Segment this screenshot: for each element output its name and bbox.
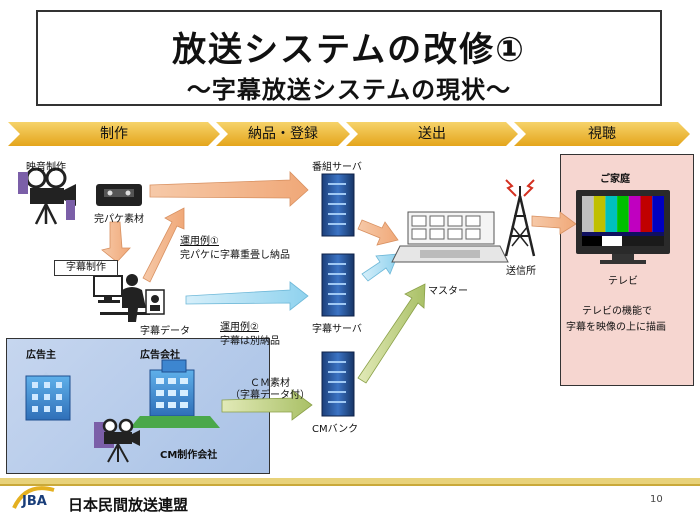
label-advertiser: 広告主 <box>26 350 56 361</box>
color-bars <box>582 196 664 246</box>
label-transmitter: 送信所 <box>506 266 536 277</box>
label-ad-agency: 広告会社 <box>140 350 180 361</box>
label-cm-material-note: （字幕データ付） <box>230 390 310 401</box>
phase-delivery: 納品・登録 <box>216 122 350 146</box>
arrow-caption-to-master <box>361 253 399 282</box>
program-server-icon <box>321 173 355 237</box>
label-caption-server: 字幕サーバ <box>312 324 362 335</box>
label-caption-production: 字幕制作 <box>54 260 118 276</box>
footer-logo: JBA <box>22 494 47 509</box>
label-example2-text: 字幕は別納品 <box>220 336 280 347</box>
arrow-cm-to-bank <box>221 389 313 421</box>
label-complete-package: 完パケ素材 <box>94 214 144 225</box>
label-home: ご家庭 <box>600 174 630 185</box>
page-number: 10 <box>650 494 663 505</box>
master-console-icon <box>391 211 509 263</box>
page-title: 放送システムの改修① <box>172 30 526 70</box>
ad-agency-building-icon <box>130 359 220 428</box>
transmitter-tower-icon <box>504 179 536 257</box>
footer-org-name: 日本民間放送連盟 <box>68 496 189 514</box>
cm-producer-camera-icon <box>94 418 140 463</box>
arrow-bank-to-master <box>357 283 426 384</box>
label-example1-text: 完パケに字幕重畳し納品 <box>180 250 290 261</box>
phase-production: 制作 <box>8 122 220 146</box>
label-tv-note1: テレビの機能で <box>582 306 652 317</box>
arrow-transmitter-to-tv <box>531 211 577 235</box>
label-caption-data: 字幕データ <box>140 326 190 337</box>
label-video-production: 映音制作 <box>26 162 66 173</box>
label-program-server: 番組サーバ <box>312 162 362 173</box>
label-master: マスター <box>428 286 468 297</box>
phase-viewing: 視聴 <box>514 122 690 146</box>
arrow-caption-up <box>142 207 185 283</box>
film-strip-icon <box>18 172 75 220</box>
label-cm-bank: CMバンク <box>312 424 359 435</box>
footer-rule <box>0 478 700 484</box>
tv-icon <box>576 190 670 264</box>
label-tv: テレビ <box>608 276 638 287</box>
arrow-caption-to-caption-server <box>185 281 309 311</box>
title-box: 放送システムの改修① ～字幕放送システムの現状～ <box>36 10 662 106</box>
label-example1-title: 運用例① <box>180 236 219 247</box>
arrow-package-down <box>101 221 131 263</box>
document-icon <box>145 289 165 315</box>
caption-server-icon <box>321 253 355 317</box>
label-example2-title: 運用例② <box>220 322 259 333</box>
phase-transmission: 送出 <box>346 122 518 146</box>
advertiser-building-icon <box>20 372 72 421</box>
arrow-program-to-master <box>357 219 399 246</box>
label-cm-material: ＣＭ素材 <box>250 378 290 389</box>
page-subtitle: ～字幕放送システムの現状～ <box>186 76 512 104</box>
label-cm-producer: CM制作会社 <box>160 450 218 461</box>
person-at-computer-icon <box>93 274 150 322</box>
jba-logo-mark <box>12 486 55 509</box>
cm-bank-server-icon <box>321 351 355 417</box>
tape-cassette-icon <box>96 184 142 206</box>
arrow-package-to-program-server <box>149 171 309 207</box>
label-tv-note2: 字幕を映像の上に描画 <box>566 322 666 333</box>
